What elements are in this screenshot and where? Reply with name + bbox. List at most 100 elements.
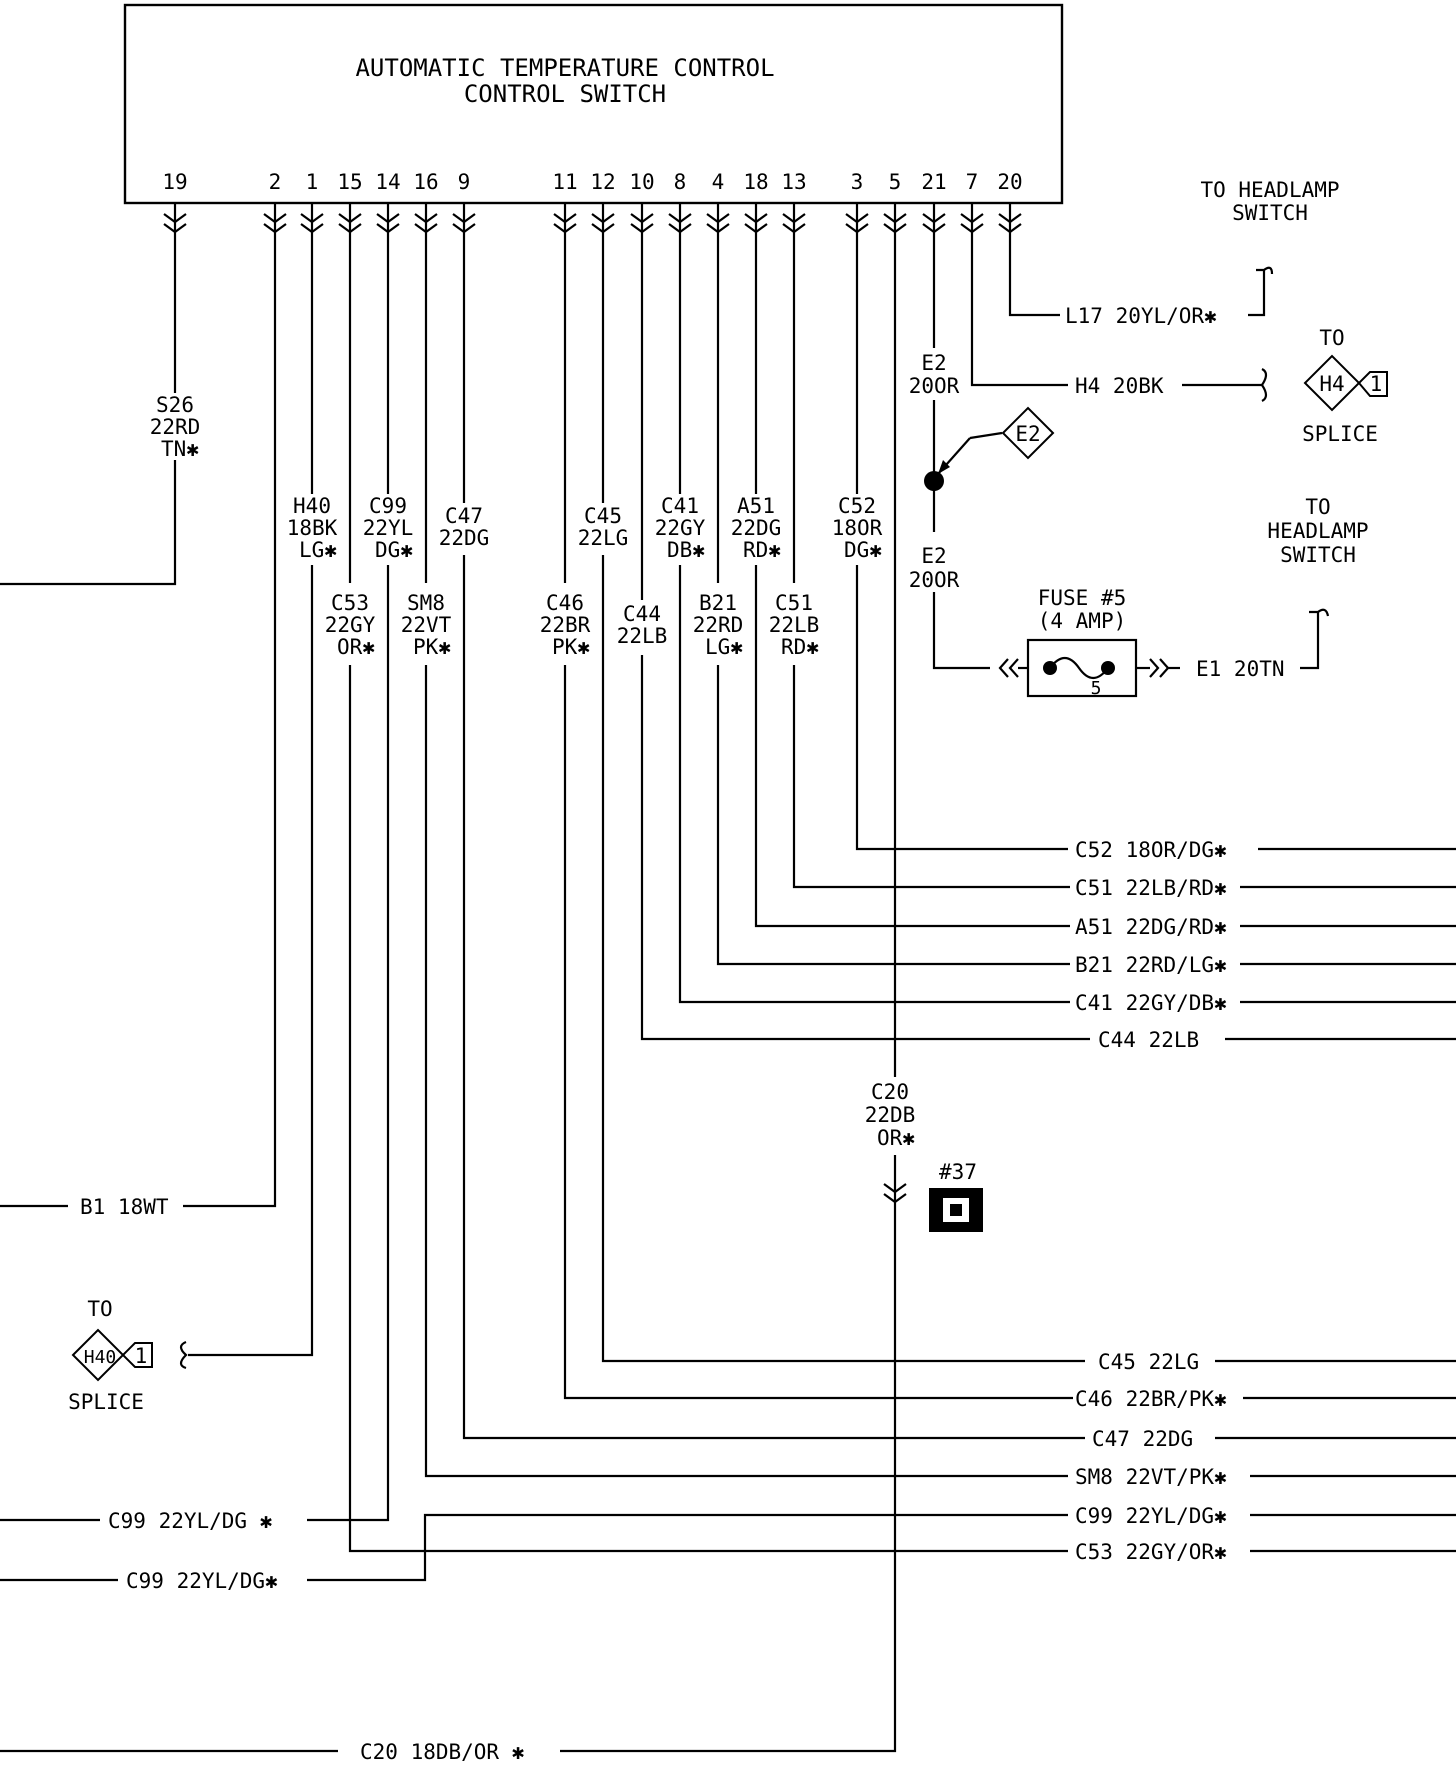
wire-c20 (560, 1240, 897, 1753)
wire-label-c41: C41 22GY/DB✱ (1075, 991, 1227, 1015)
wire-label: 22DG (439, 526, 490, 550)
wire-label: OR✱ (877, 1126, 915, 1150)
pin-number: 21 (921, 170, 946, 194)
wire-label: 22DB (865, 1103, 916, 1127)
connector-chevron (376, 213, 400, 224)
to-headlamp-label: SWITCH (1232, 201, 1308, 225)
connector-chevron (960, 213, 984, 224)
connector-chevron (376, 223, 400, 234)
connector-chevron (591, 223, 615, 234)
wire-label-c53: C53 22GY/OR✱ (1075, 1540, 1227, 1564)
wire-label-a51: A51 22DG/RD✱ (1075, 915, 1227, 939)
wire-c45 (601, 555, 1085, 1363)
wire-label-c52: C52 18OR/DG✱ (1075, 838, 1227, 862)
wire-label: C99 (369, 494, 407, 518)
connector-chevron (630, 223, 654, 234)
connector-chevron (163, 223, 187, 234)
connector-chevron (630, 213, 654, 224)
connector-chevron (553, 213, 577, 224)
wire-label-c20: C20 18DB/OR ✱ (360, 1740, 525, 1764)
wire-label: 22LB (769, 613, 820, 637)
wire-label-c99: C99 22YL/DG✱ (1075, 1504, 1227, 1528)
fuse-number: 5 (1091, 678, 1102, 699)
wire-label: RD✱ (781, 635, 819, 659)
wire-label-c45: C45 22LG (1098, 1350, 1199, 1374)
connector-chevron (668, 213, 692, 224)
connector-chevron (744, 223, 768, 234)
wire-h40 (192, 565, 314, 1357)
splice-pointer-arrow (938, 460, 950, 474)
wire-h4 (1261, 368, 1268, 402)
wire-label: 22DG (731, 516, 782, 540)
to-headlamp-label: TO HEADLAMP (1200, 178, 1339, 202)
wire-c41 (678, 565, 1070, 1004)
wire-label-c44: C44 22LB (1098, 1028, 1199, 1052)
wire-label-b21: B21 22RD/LG✱ (1075, 953, 1227, 977)
connector-chevron (883, 213, 907, 224)
splice-h40-label: SPLICE (68, 1390, 144, 1414)
connector-chevron (163, 213, 187, 224)
pin-number: 5 (889, 170, 902, 194)
pin-number: 7 (966, 170, 979, 194)
pin-number: 9 (458, 170, 471, 194)
pin-number: 10 (629, 170, 654, 194)
wire-h40 (179, 1340, 192, 1370)
pin-number: 15 (337, 170, 362, 194)
connector-chevrons (163, 203, 1022, 1240)
wire-label: 18BK (287, 516, 338, 540)
wire-c99-link (307, 1513, 1068, 1582)
wire-label: DG✱ (844, 538, 882, 562)
wire-label: A51 (737, 494, 775, 518)
pin-number: 8 (674, 170, 687, 194)
wire-label-sm8: SM8 22VT/PK✱ (1075, 1465, 1227, 1489)
wire-label: 22GY (655, 516, 706, 540)
to-headlamp-label-2: TO (1305, 495, 1330, 519)
wire-e1 (1300, 612, 1320, 670)
wire-label: 22BR (540, 613, 591, 637)
fuse-label: FUSE #5 (1038, 586, 1127, 610)
wires (0, 240, 1456, 1753)
wire-label: C44 (623, 602, 661, 626)
connector-chevron (960, 223, 984, 234)
pin-number: 18 (743, 170, 768, 194)
pin-number-row: 19 2 1 15 14 16 9 11 12 10 8 4 18 13 3 5… (162, 170, 1022, 194)
wire-l17 (1008, 240, 1060, 317)
wire-label-b1: B1 18WT (80, 1195, 169, 1219)
wire-label: 20OR (909, 374, 960, 398)
wire-label-c99-a: C99 22YL/DG ✱ (108, 1509, 273, 1533)
module-title-line2: CONTROL SWITCH (464, 80, 666, 108)
connector-chevron (706, 223, 730, 234)
wire-e1 (1309, 608, 1330, 617)
wire-label-c51: C51 22LB/RD✱ (1075, 876, 1227, 900)
wire-label: C53 (331, 591, 369, 615)
control-switch-box (123, 3, 1064, 205)
connector-chevron (338, 223, 362, 234)
connector-chevron (263, 213, 287, 224)
wire-label: B21 (699, 591, 737, 615)
splice-pointer (969, 431, 1003, 440)
wire-label: C41 (661, 494, 699, 518)
connector-chevron (452, 213, 476, 224)
wire-label: H40 (293, 494, 331, 518)
wire-label: 22LG (578, 526, 629, 550)
to-headlamp-label-2: SWITCH (1280, 543, 1356, 567)
wire-label-c47: C47 22DG (1092, 1427, 1193, 1451)
connector-chevron (414, 213, 438, 224)
wire-h4 (970, 240, 1068, 387)
left-wire-labels: B1 18WT C99 22YL/DG ✱ C99 22YL/DG✱ C20 1… (80, 1195, 525, 1764)
e2-splice-tag: E2 (1001, 406, 1055, 460)
wire-label: 22GY (325, 613, 376, 637)
h40-pin-label: 1 (135, 1344, 148, 1368)
pin-number: 12 (590, 170, 615, 194)
pin-number: 3 (851, 170, 864, 194)
wire-label: OR✱ (337, 635, 375, 659)
connector-chevron (883, 223, 907, 234)
wire-label: E2 (921, 351, 946, 375)
wire-label: C47 (445, 504, 483, 528)
pin-number: 13 (781, 170, 806, 194)
wire-label: C46 (546, 591, 584, 615)
top-area-labels: L17 20YL/OR✱ H4 20BK E1 20TN FUSE #5 (4 … (68, 178, 1378, 1414)
connector-chevron (782, 223, 806, 234)
to-h4-label: TO (1319, 326, 1344, 350)
